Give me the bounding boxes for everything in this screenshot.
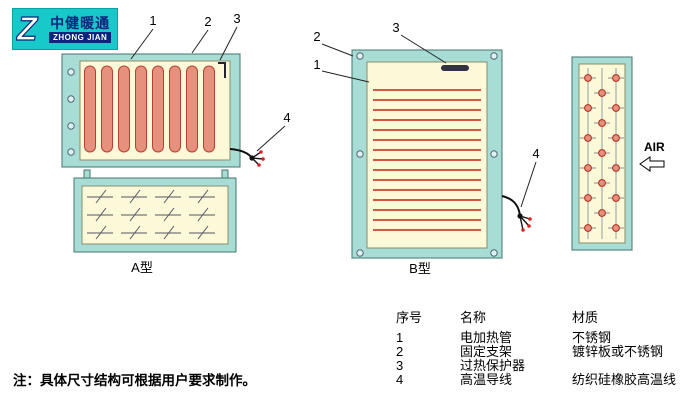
- header-material: 材质: [572, 310, 599, 325]
- type-a-top-view: [73, 169, 237, 253]
- svg-text:3: 3: [392, 20, 399, 35]
- table-row: 4 高温导线 纺织硅橡胶高温线: [396, 373, 676, 387]
- svg-text:Z: Z: [16, 10, 39, 47]
- type-a-label: A型: [131, 260, 153, 275]
- cell-name: 过热保护器: [460, 358, 526, 373]
- brand-text-block: 中健暖通 ZHONG JIAN: [49, 15, 112, 43]
- note-text: 注：具体尺寸结构可根据用户要求制作。: [13, 373, 256, 388]
- callout-4-type-b: 4: [520, 146, 540, 208]
- brand-name-english: ZHONG JIAN: [49, 32, 112, 43]
- parts-table-header: 序号 名称 材质: [396, 311, 676, 325]
- cell-material: 纺织硅橡胶高温线: [572, 372, 677, 387]
- callout-1-type-b: 1: [313, 57, 370, 83]
- cell-number: 3: [396, 358, 404, 373]
- cell-name: 固定支架: [460, 344, 513, 359]
- overheat-protector-a: [218, 62, 226, 78]
- type-b-label: B型: [409, 261, 431, 276]
- svg-text:1: 1: [149, 13, 156, 28]
- callout-3-type-b: 3: [392, 20, 447, 64]
- cell-material: 镀锌板或不锈钢: [572, 344, 664, 359]
- air-direction-arrow-icon: [639, 156, 665, 172]
- svg-text:2: 2: [313, 29, 320, 44]
- cell-material: [572, 359, 676, 373]
- cell-name: 电加热管: [460, 330, 513, 345]
- type-a-front-view: [61, 53, 265, 168]
- callout-2-type-a: 2: [191, 14, 212, 54]
- cell-number: 1: [396, 330, 404, 345]
- callout-3-type-a: 3: [219, 11, 241, 61]
- table-row: 3 过热保护器: [396, 359, 676, 373]
- overheat-protector-b: [441, 65, 469, 71]
- lead-wire-b: [501, 195, 532, 232]
- callout-4-type-a: 4: [256, 110, 291, 152]
- brand-name-chinese: 中健暖通: [50, 15, 111, 31]
- lead-wire-a: [229, 148, 265, 167]
- svg-text:1: 1: [313, 57, 320, 72]
- cell-material: 不锈钢: [572, 330, 612, 345]
- logo-z-icon: Z: [16, 10, 40, 48]
- type-b-front-view: [351, 49, 532, 259]
- callout-1-type-a: 1: [130, 13, 157, 60]
- cell-name: 高温导线: [460, 372, 513, 387]
- parts-table: 序号 名称 材质 1 电加热管 不锈钢 2 固定支架 镀锌板或不锈钢 3 过热保…: [396, 311, 676, 387]
- coil-section-view: [571, 56, 633, 251]
- svg-text:4: 4: [532, 146, 539, 161]
- table-row: 1 电加热管 不锈钢: [396, 331, 676, 345]
- cell-number: 4: [396, 372, 404, 387]
- svg-text:4: 4: [283, 110, 290, 125]
- callout-2-type-b: 2: [313, 29, 354, 57]
- svg-text:2: 2: [204, 14, 211, 29]
- air-label: AIR: [644, 140, 665, 154]
- table-row: 2 固定支架 镀锌板或不锈钢: [396, 345, 676, 359]
- cell-number: 2: [396, 344, 404, 359]
- header-number: 序号: [396, 310, 423, 325]
- header-name: 名称: [460, 310, 487, 325]
- air-flow-indicator: AIR: [639, 140, 665, 172]
- brand-logo: Z 中健暖通 ZHONG JIAN: [12, 8, 118, 50]
- svg-text:3: 3: [233, 11, 240, 26]
